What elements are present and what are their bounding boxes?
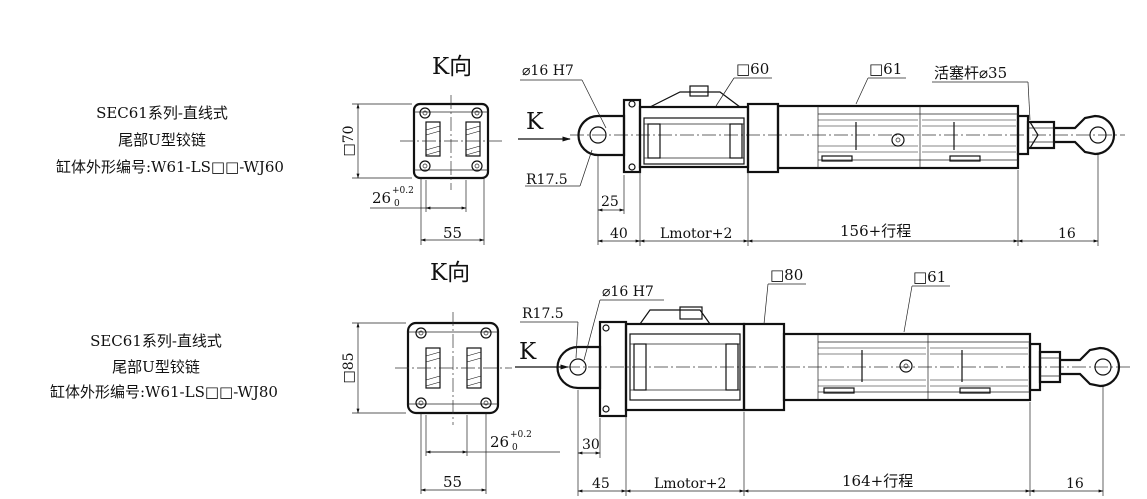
- drawing-2: SEC61系列-直线式 尾部U型铰链 缸体外形编号:W61-LS□□-WJ80 …: [50, 260, 1130, 496]
- slot-tol-upper-2: +0.2: [510, 430, 532, 440]
- tube-square-2: □61: [913, 268, 946, 286]
- actuator-side-view-2: [556, 306, 1130, 418]
- dim-end-2: 16: [1066, 476, 1084, 492]
- title-line-2: 尾部U型铰链: [112, 358, 200, 376]
- title-line-1: SEC61系列-直线式: [96, 104, 228, 122]
- motor-square-1: □60: [736, 60, 769, 78]
- dim-stroke-2: 164+行程: [842, 472, 913, 490]
- dim-a-1: 40: [610, 226, 628, 242]
- k-view-label: K向: [430, 260, 470, 286]
- square-dim-1: □70: [341, 125, 357, 156]
- pin-offset-2: 30: [582, 437, 600, 453]
- motor-square-2: □80: [770, 266, 803, 284]
- slot-tol-lower-2: 0: [512, 443, 518, 453]
- dim-motor-2: Lmotor+2: [654, 476, 726, 492]
- square-dim-2: □85: [341, 352, 357, 383]
- radius-1: R17.5: [526, 172, 568, 188]
- dim-a-2: 45: [592, 476, 610, 492]
- width-dim-2: 55: [443, 473, 462, 491]
- dim-motor-1: Lmotor+2: [660, 226, 732, 242]
- slot-tol-lower-1: 0: [394, 199, 400, 209]
- slot-dim-1: 26: [372, 189, 391, 207]
- radius-2: R17.5: [522, 306, 564, 322]
- actuator-side-view-1: [570, 85, 1125, 174]
- dim-end-1: 16: [1058, 226, 1076, 242]
- slot-dim-2: 26: [490, 433, 509, 451]
- title-line-3: 缸体外形编号:W61-LS□□-WJ60: [56, 158, 284, 176]
- title-line-2: 尾部U型铰链: [118, 131, 206, 149]
- pin-dia-1: ⌀16 H7: [522, 63, 574, 79]
- slot-tol-upper-1: +0.2: [392, 186, 414, 196]
- tube-square-1: □61: [869, 60, 902, 78]
- dim-stroke-1: 156+行程: [840, 222, 911, 240]
- pin-offset-1: 25: [601, 194, 619, 210]
- drawing-1: SEC61系列-直线式 尾部U型铰链 缸体外形编号:W61-LS□□-WJ60 …: [56, 54, 1125, 246]
- title-line-1: SEC61系列-直线式: [90, 332, 222, 350]
- k-view-endplate: [400, 95, 502, 190]
- k-arrow-label-1: K: [526, 109, 544, 135]
- k-view-label: K向: [432, 54, 472, 80]
- rod-label-1: 活塞杆⌀35: [934, 64, 1007, 82]
- width-dim-1: 55: [443, 224, 462, 242]
- k-arrow-label-2: K: [519, 339, 537, 365]
- title-line-3: 缸体外形编号:W61-LS□□-WJ80: [50, 383, 278, 401]
- k-view-endplate: [395, 312, 512, 425]
- pin-dia-2: ⌀16 H7: [602, 284, 654, 300]
